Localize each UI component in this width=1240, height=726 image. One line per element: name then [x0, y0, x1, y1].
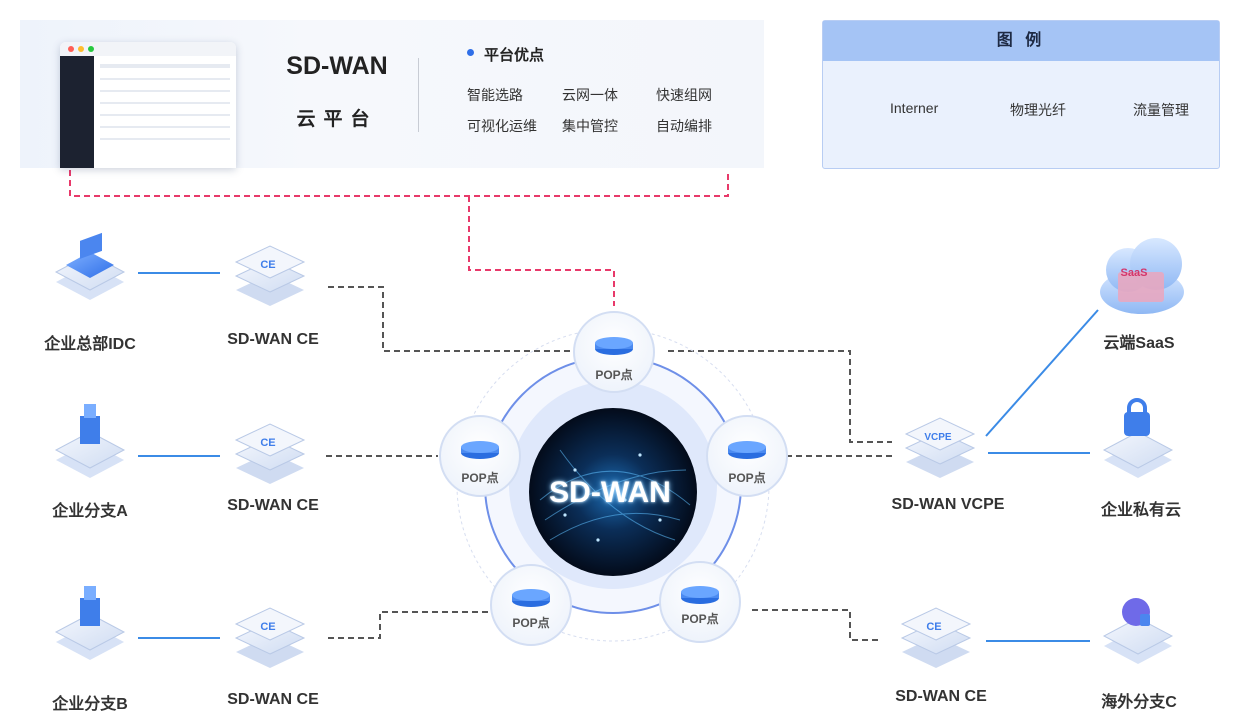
ce-device-icon-2[interactable]: CE [234, 423, 306, 484]
svg-text:CE: CE [260, 437, 275, 449]
ce-device-icon-right[interactable]: CE [900, 607, 972, 668]
pop-label: POP点 [595, 368, 633, 382]
pop-node-bottom-right[interactable] [659, 561, 741, 643]
svg-text:SaaS: SaaS [1121, 267, 1148, 279]
legend-label-internet: Interner [890, 100, 939, 116]
site-label-overseas-c: 海外分支C [1101, 694, 1177, 711]
legend-label-traffic: 流量管理 [1133, 102, 1189, 118]
device-label-ce-right: SD-WAN CE [895, 688, 987, 705]
saas-cloud-icon[interactable]: SaaS [1100, 238, 1184, 314]
device-label-ce-3: SD-WAN CE [227, 691, 319, 708]
core-label: SD-WAN [549, 476, 671, 509]
advantage-item: 智能选路 [467, 87, 523, 103]
internet-links [326, 286, 892, 641]
branch-a-icon[interactable] [54, 404, 126, 478]
panel-divider [418, 58, 419, 132]
svg-text:CE: CE [260, 621, 275, 633]
site-label-hq-idc: 企业总部IDC [44, 336, 136, 353]
site-label-branch-a: 企业分支A [52, 503, 128, 520]
device-label-ce-1: SD-WAN CE [227, 331, 319, 348]
svg-text:CE: CE [926, 621, 941, 633]
pop-label: POP点 [681, 612, 719, 626]
idc-icon[interactable] [54, 232, 126, 300]
advantage-item: 自动编排 [656, 118, 712, 134]
platform-subtitle: 云平台 [296, 109, 378, 130]
advantage-item: 快速组网 [656, 87, 712, 103]
svg-text:CE: CE [260, 259, 275, 271]
fiber-links [138, 272, 1099, 642]
legend-label-fiber: 物理光纤 [1010, 102, 1066, 118]
bullet-icon [467, 49, 474, 56]
traffic-management-links [69, 170, 729, 306]
advantage-item: 云网一体 [562, 87, 618, 103]
ce-device-icon-3[interactable]: CE [234, 607, 306, 668]
pop-node-top[interactable] [573, 311, 655, 393]
svg-text:VCPE: VCPE [924, 432, 952, 443]
platform-title: SD-WAN [286, 52, 388, 80]
advantage-item: 集中管控 [562, 118, 618, 134]
vcpe-device-icon[interactable]: VCPE [904, 417, 976, 478]
site-label-private-cloud: 企业私有云 [1100, 502, 1181, 519]
private-cloud-icon[interactable] [1102, 398, 1174, 478]
ce-device-icon-1[interactable]: CE [234, 245, 306, 306]
device-label-vcpe: SD-WAN VCPE [891, 496, 1005, 513]
core-globe [529, 408, 697, 576]
pop-label: POP点 [461, 471, 499, 485]
overseas-branch-icon[interactable] [1102, 598, 1174, 664]
pop-label: POP点 [728, 471, 766, 485]
branch-b-icon[interactable] [54, 586, 126, 660]
pop-label: POP点 [512, 616, 550, 630]
site-label-branch-b: 企业分支B [52, 696, 128, 713]
core-network [456, 328, 770, 642]
pop-node-left[interactable] [439, 415, 521, 497]
platform-screenshot [60, 42, 236, 168]
device-label-ce-2: SD-WAN CE [227, 497, 319, 514]
pop-node-bottom-left[interactable] [490, 564, 572, 646]
legend-title: 图 例 [823, 21, 1219, 61]
advantage-item: 可视化运维 [467, 118, 537, 134]
site-label-cloud-saas: 云端SaaS [1103, 335, 1175, 352]
legend-box: 图 例 [822, 20, 1220, 169]
pop-node-right[interactable] [706, 415, 788, 497]
advantages-heading: 平台优点 [484, 47, 545, 64]
